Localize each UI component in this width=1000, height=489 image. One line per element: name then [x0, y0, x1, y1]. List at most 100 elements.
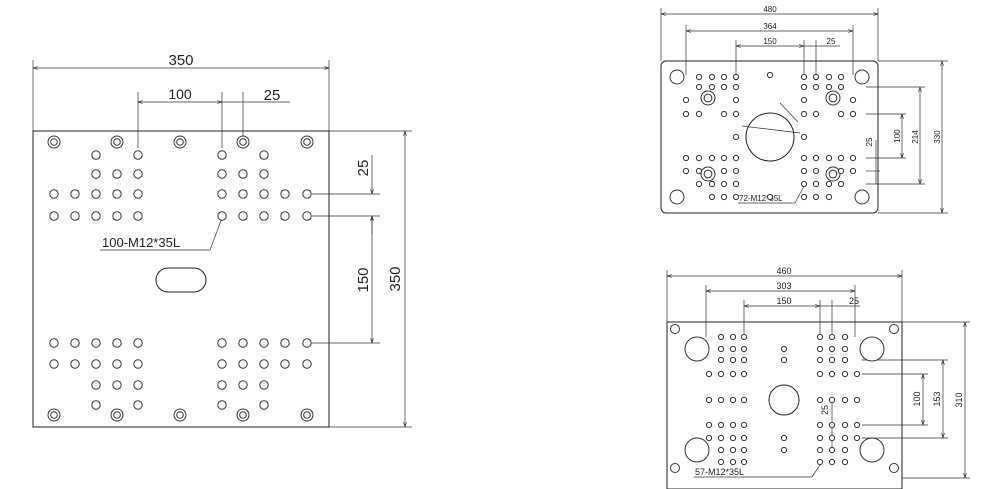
bolt-hole: [828, 396, 836, 404]
bolt-hole: [740, 356, 748, 364]
bolt-hole: [740, 333, 748, 341]
bolt-hole: [238, 338, 248, 348]
bolt-hole: [217, 380, 227, 390]
bolt-hole: [825, 73, 833, 81]
bolt-hole: [732, 83, 740, 91]
center-slot: [155, 267, 207, 293]
bolt-hole: [816, 345, 824, 353]
bolt-hole: [780, 446, 788, 454]
bolt-hole: [49, 359, 59, 369]
bolt-hole: [695, 73, 703, 81]
dim-label-25-c: 25: [849, 296, 859, 306]
bolt-hole: [729, 370, 737, 378]
dim-label-100-c: 100: [912, 391, 922, 406]
bolt-hole: [112, 169, 122, 179]
bolt-hole: [853, 370, 861, 378]
dim-label-310: 310: [954, 392, 964, 407]
bolt-hole: [133, 150, 143, 160]
dim-label-150: 150: [355, 267, 372, 292]
bolt-hole: [49, 338, 59, 348]
bolt-hole: [259, 400, 269, 410]
bolt-hole: [732, 73, 740, 81]
bolt-hole: [217, 211, 227, 221]
mounting-hole-inner: [303, 138, 311, 146]
bolt-hole: [816, 333, 824, 341]
mounting-hole-inner: [176, 411, 184, 419]
bolt-hole: [217, 400, 227, 410]
dim-label-350-width: 350: [168, 52, 193, 69]
locating-ring: [859, 336, 885, 362]
corner-hole: [669, 69, 685, 85]
bolt-hole: [705, 396, 713, 404]
bolt-hole: [112, 380, 122, 390]
bolt-hole: [695, 154, 703, 162]
dim-label-100-b: 100: [893, 129, 902, 143]
plate-c: 460 303 150 25 310 153 100 25 57-M12*35L: [666, 266, 970, 489]
mounting-hole-inner: [113, 411, 121, 419]
dim-label-25-side: 25: [355, 160, 372, 177]
bolt-hole: [238, 189, 248, 199]
bolt-hole: [849, 167, 857, 175]
bolt-hole: [259, 338, 269, 348]
corner-hole: [854, 189, 870, 205]
bolt-hole: [70, 359, 80, 369]
bolt-hole: [112, 189, 122, 199]
dim-label-350-height: 350: [387, 266, 404, 291]
bolt-hole: [740, 345, 748, 353]
bolt-hole: [729, 458, 737, 466]
bolt-hole: [812, 73, 820, 81]
bolt-hole: [91, 150, 101, 160]
bolt-hole: [717, 446, 725, 454]
bolt-hole: [729, 345, 737, 353]
bolt-hole: [828, 458, 836, 466]
bolt-hole: [812, 110, 820, 118]
bolt-hole: [740, 421, 748, 429]
corner-hole: [670, 463, 680, 473]
bolt-hole: [740, 434, 748, 442]
corner-hole: [854, 69, 870, 85]
bolt-hole: [732, 154, 740, 162]
bolt-hole: [812, 193, 820, 201]
bolt-hole: [217, 338, 227, 348]
bolt-hole: [70, 338, 80, 348]
bolt-hole: [717, 421, 725, 429]
bolt-hole: [800, 133, 808, 141]
bolt-hole: [717, 345, 725, 353]
bolt-hole: [800, 154, 808, 162]
bolt-hole: [766, 193, 774, 201]
dim-label-214: 214: [911, 130, 920, 144]
bolt-hole: [238, 169, 248, 179]
bolt-hole: [800, 96, 808, 104]
bolt-hole: [91, 338, 101, 348]
bolt-hole: [816, 421, 824, 429]
bolt-hole: [302, 359, 312, 369]
bolt-hole: [740, 446, 748, 454]
mounting-hole-inner: [239, 138, 247, 146]
bolt-hole: [816, 434, 824, 442]
bolt-hole: [780, 345, 788, 353]
bolt-hole: [732, 133, 740, 141]
bolt-hole: [849, 110, 857, 118]
bolt-hole: [732, 180, 740, 188]
bolt-hole: [708, 180, 716, 188]
dim-label-150-c: 150: [776, 296, 791, 306]
bolt-hole: [766, 71, 774, 79]
bolt-hole: [717, 333, 725, 341]
bolt-hole: [849, 96, 857, 104]
bolt-hole: [729, 333, 737, 341]
bolt-hole: [812, 167, 820, 175]
corner-hole: [670, 324, 680, 334]
bolt-hole: [800, 193, 808, 201]
bolt-hole: [720, 180, 728, 188]
locating-ring-inner: [703, 93, 713, 103]
mounting-hole-inner: [303, 411, 311, 419]
bolt-hole: [828, 345, 836, 353]
bolt-hole: [133, 189, 143, 199]
bolt-hole: [302, 189, 312, 199]
locating-ring-inner: [703, 169, 713, 179]
bolt-hole: [705, 421, 713, 429]
bolt-hole: [238, 359, 248, 369]
mounting-hole-inner: [50, 411, 58, 419]
bolt-hole: [259, 211, 269, 221]
